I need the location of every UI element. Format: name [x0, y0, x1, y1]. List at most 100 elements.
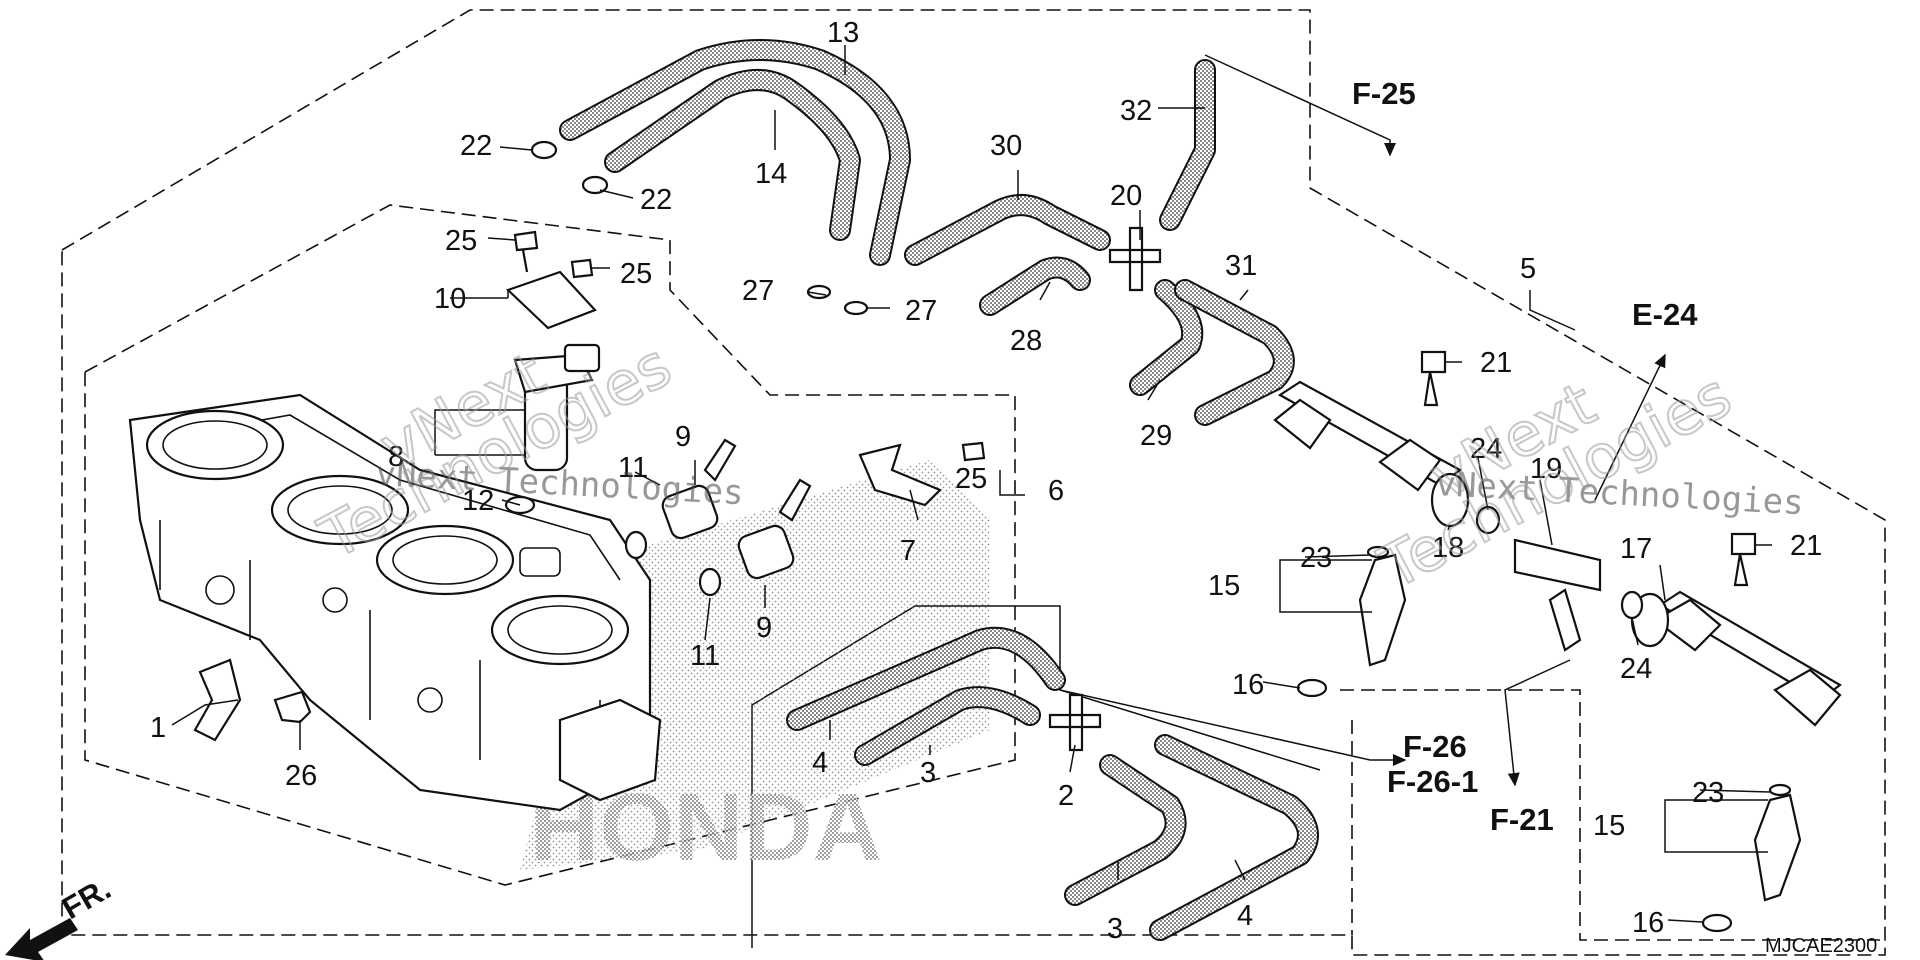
hose-3-lower — [1064, 754, 1187, 906]
part-22-clip-b — [581, 175, 609, 195]
arrow-f21 — [1504, 659, 1571, 787]
label-p14: 14 — [755, 158, 787, 190]
label-p20: 20 — [1110, 180, 1142, 212]
part-25-screw-b — [570, 258, 594, 279]
label-p23a: 23 — [1300, 542, 1332, 574]
fuel-rail-frame — [1340, 689, 1880, 941]
part-25-screw-c — [961, 441, 986, 462]
part-19-joint — [1513, 538, 1602, 652]
part-10-plate — [505, 270, 597, 330]
label-p29: 29 — [1140, 420, 1172, 452]
label-p30: 30 — [990, 130, 1022, 162]
label-p18: 18 — [1432, 532, 1464, 564]
front-arrow-icon — [5, 918, 78, 960]
hose-13 — [559, 39, 911, 266]
label-p28: 28 — [1010, 325, 1042, 357]
hose-3-upper — [854, 686, 1041, 766]
label-p9b: 9 — [756, 612, 772, 644]
leader-lines — [171, 45, 1772, 923]
part-26-screw — [273, 690, 312, 724]
label-p24b: 24 — [1620, 653, 1652, 685]
ref-f26: F-26 — [1403, 729, 1467, 764]
label-p8: 8 — [388, 441, 404, 473]
label-p11a: 11 — [618, 452, 648, 484]
label-p10: 10 — [434, 283, 466, 315]
part-11-seal-b — [698, 567, 722, 597]
label-p27b: 27 — [905, 295, 937, 327]
fuel-rail-lower — [1630, 590, 1842, 727]
injector-lower — [1701, 793, 1802, 933]
injector-upper — [1296, 553, 1407, 698]
label-p3b: 3 — [1107, 913, 1123, 945]
label-p27a: 27 — [742, 275, 774, 307]
hose-31 — [1174, 279, 1295, 426]
label-p17: 17 — [1620, 533, 1652, 565]
label-p23b: 23 — [1692, 777, 1724, 809]
part-9-fitting-b — [737, 478, 812, 580]
label-p4b: 4 — [1237, 900, 1253, 932]
label-p32: 32 — [1120, 95, 1152, 127]
part-1-bracket — [193, 658, 242, 742]
label-p6: 6 — [1048, 475, 1064, 507]
label-p31: 31 — [1225, 250, 1257, 282]
hose-4-upper — [786, 626, 1066, 731]
label-p3a: 3 — [920, 757, 936, 789]
part-23-oring-a — [1366, 545, 1390, 559]
part-8-sensor — [513, 343, 601, 472]
label-p2: 2 — [1058, 780, 1074, 812]
arrow-e24 — [1594, 353, 1666, 501]
label-p7: 7 — [900, 535, 916, 567]
part-21-bolt-b — [1730, 532, 1757, 587]
label-p24a: 24 — [1470, 433, 1502, 465]
part-labels: 1 2 3 3 4 4 5 6 7 8 9 9 10 11 11 12 13 1… — [150, 17, 1822, 945]
label-p13: 13 — [827, 17, 859, 49]
label-p25c: 25 — [955, 463, 987, 495]
label-p26: 26 — [285, 760, 317, 792]
label-p25a: 25 — [445, 225, 477, 257]
part-7-bracket — [858, 443, 942, 507]
part-27-clip-b — [843, 300, 869, 316]
throttle-body-frame — [84, 204, 1016, 886]
part-20-joint — [1108, 226, 1162, 292]
hose-32 — [1159, 59, 1216, 231]
label-p16b: 16 — [1632, 907, 1664, 939]
part-22-clip-a — [530, 140, 558, 160]
outer-group-frame — [61, 9, 1886, 956]
ref-f26-1: F-26-1 — [1387, 764, 1478, 799]
part-25-screw-a — [513, 230, 539, 273]
label-p15a: 15 — [1208, 570, 1240, 602]
ref-f25: F-25 — [1352, 76, 1416, 111]
part-2-joint — [1048, 693, 1102, 752]
label-p4a: 4 — [812, 747, 828, 779]
diagram-code: MJCAE2300 — [1765, 935, 1877, 957]
hose-28 — [979, 256, 1091, 316]
part-9-fitting-a — [661, 438, 737, 540]
part-11-seal-a — [624, 530, 648, 560]
label-p19: 19 — [1530, 453, 1562, 485]
label-p16a: 16 — [1232, 669, 1264, 701]
ref-f21: F-21 — [1490, 802, 1554, 837]
fuel-rail-upper — [1273, 380, 1470, 528]
hose-14 — [604, 69, 861, 241]
part-21-bolt-a — [1420, 350, 1447, 407]
label-p25b: 25 — [620, 258, 652, 290]
label-p9a: 9 — [675, 421, 691, 453]
label-p21b: 21 — [1790, 530, 1822, 562]
label-p1: 1 — [150, 712, 166, 744]
hose-30 — [904, 194, 1111, 266]
ref-e24: E-24 — [1632, 297, 1698, 332]
arrow-f25 — [1204, 54, 1396, 157]
front-label: FR. — [56, 871, 117, 926]
label-p12: 12 — [462, 485, 494, 517]
hose-4-lower — [1149, 734, 1319, 941]
label-p22a: 22 — [460, 130, 492, 162]
label-p22b: 22 — [640, 184, 672, 216]
label-p15b: 15 — [1593, 810, 1625, 842]
hose-29 — [1129, 279, 1204, 396]
arrow-f26 — [1059, 689, 1407, 766]
label-p5: 5 — [1520, 253, 1536, 285]
label-p21a: 21 — [1480, 347, 1512, 379]
label-p11b: 11 — [690, 640, 720, 672]
